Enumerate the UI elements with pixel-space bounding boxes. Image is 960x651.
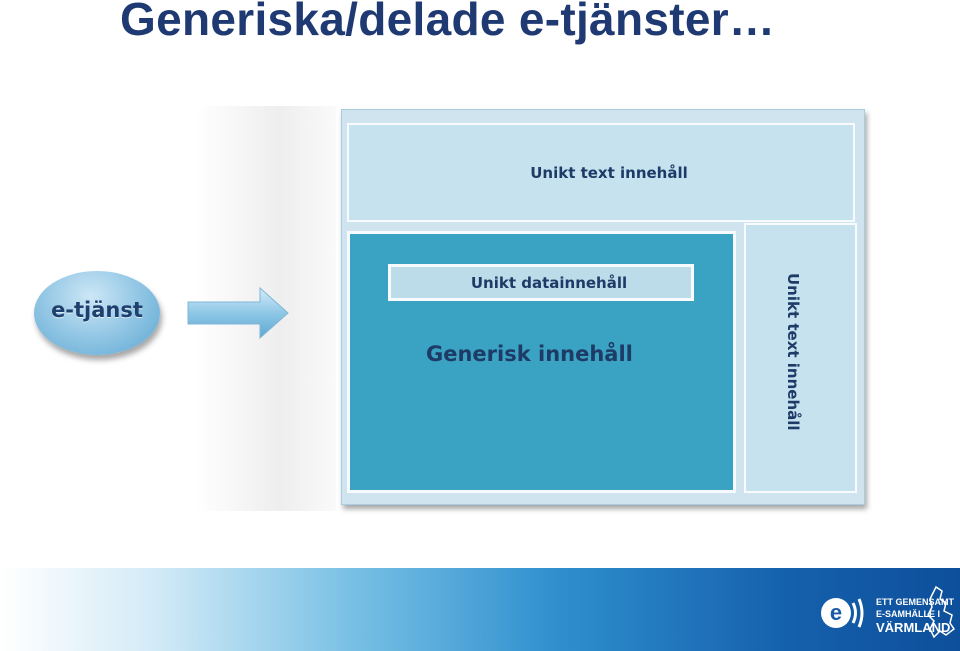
unique-text-top-box: Unikt text innehåll: [347, 123, 855, 222]
generic-content-box: Unikt datainnehåll Generisk innehåll: [347, 231, 736, 493]
unique-text-side-box: Unikt text innehåll: [744, 223, 857, 493]
unique-data-bar: Unikt datainnehåll: [388, 264, 694, 301]
footer-logo: e ETT GEMENSAMT E-SAMHÄLLE I VÄRMLAND: [818, 585, 958, 641]
footer-band: [0, 568, 960, 651]
slide-title: Generiska/delade e-tjänster…: [120, 0, 776, 45]
right-arrow-icon: [187, 286, 289, 340]
unique-data-label: Unikt datainnehåll: [470, 273, 628, 292]
e-service-label: e-tjänst: [51, 298, 143, 322]
logo-line-2: E-SAMHÄLLE I: [876, 609, 940, 619]
e-logo-icon: e: [821, 598, 864, 628]
unique-text-side-label: Unikt text innehåll: [784, 273, 802, 431]
e-service-node: e-tjänst: [34, 271, 160, 355]
county-map-icon: [927, 585, 956, 639]
logo-line-1: ETT GEMENSAMT: [876, 597, 954, 607]
unique-text-top-label: Unikt text innehåll: [530, 163, 688, 182]
svg-text:e: e: [830, 600, 842, 625]
page-template-frame: Unikt text innehåll Unikt datainnehåll G…: [341, 109, 865, 505]
generic-content-label: Generisk innehåll: [426, 342, 633, 366]
